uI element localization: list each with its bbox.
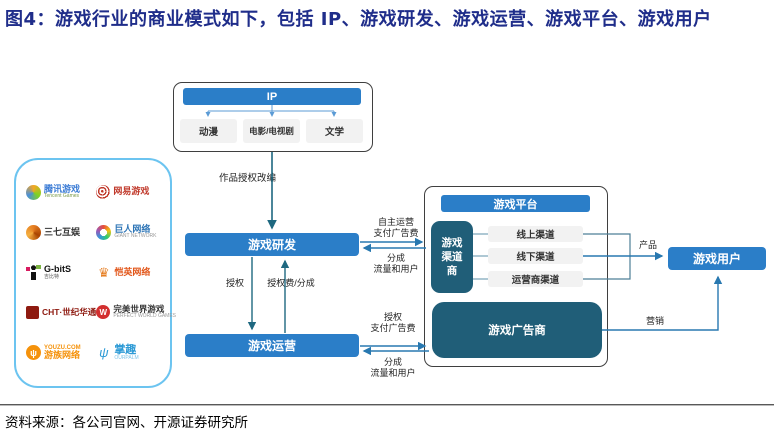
kaiying-crown-icon: ♛ bbox=[97, 264, 110, 280]
advertiser-box: 游戏广告商 bbox=[432, 302, 602, 358]
company-name: CHT·世纪华通 bbox=[42, 306, 97, 317]
perfect-world-logo: W 完美世界游戏 PERFECT WORLD GAMES bbox=[96, 304, 177, 320]
ip-source-movie-tv-box: 电影/电视剧 bbox=[243, 119, 300, 143]
netease-games-logo: 网易游戏 bbox=[96, 185, 150, 200]
ops-adv-label-line2: 支付广告费 bbox=[370, 323, 416, 333]
gbits-logo: G-bitS 吉比特 bbox=[26, 264, 71, 280]
offline-channel-box: 线下渠道 bbox=[488, 248, 583, 264]
company-subtitle: 吉比特 bbox=[44, 273, 60, 280]
rd-self-run-label-line1: 自主运营 bbox=[377, 217, 414, 227]
source-note: 资料来源：各公司官网、开源证券研究所 bbox=[5, 411, 248, 431]
kaiying-network-logo: ♛ 恺英网络 bbox=[96, 265, 150, 280]
channel-dealer-label: 游戏渠道商 bbox=[441, 236, 463, 278]
company-subtitle: GIANT NETWORK bbox=[114, 233, 157, 240]
gbits-logo-icon bbox=[26, 265, 41, 280]
company-subtitle: OURPALM bbox=[114, 355, 139, 362]
giant-network-logo: 巨人网络 GIANT NETWORK bbox=[96, 223, 157, 240]
company-name: 网易游戏 bbox=[113, 186, 150, 197]
ip-source-literature-box: 文学 bbox=[306, 119, 363, 143]
company-logo-panel: 腾讯游戏 Tencent Games 网易游戏 三七互娱 巨人网络 GIANT … bbox=[14, 158, 176, 388]
ip-license-label: 作品授权改编 bbox=[218, 173, 276, 184]
youzu-hand-icon: ψ bbox=[26, 345, 41, 361]
source-text: 各公司官网、开源证券研究所 bbox=[72, 415, 249, 431]
perfect-world-logo-icon: W bbox=[96, 305, 111, 320]
license-fee-label: 授权费/分成 bbox=[267, 278, 315, 288]
ip-box: IP bbox=[183, 88, 361, 105]
rd-share-label-line2: 流量和用户 bbox=[373, 264, 419, 274]
company-subtitle: PERFECT WORLD GAMES bbox=[113, 313, 177, 320]
license-label: 授权 bbox=[225, 278, 244, 288]
game-rd-box: 游戏研发 bbox=[185, 233, 359, 256]
company-name: 游族网络 bbox=[44, 350, 81, 361]
game-users-box: 游戏用户 bbox=[668, 247, 766, 270]
company-name: 三七互娱 bbox=[44, 226, 81, 237]
marketing-label: 营销 bbox=[645, 316, 664, 326]
ops-share-label-line2: 流量和用户 bbox=[370, 368, 416, 378]
company-name: 腾讯游戏 bbox=[44, 183, 81, 194]
ourpalm-hand-icon: ψ bbox=[99, 345, 109, 361]
footer-divider bbox=[0, 404, 774, 406]
tencent-logo-icon bbox=[26, 184, 41, 200]
source-label: 资料来源： bbox=[5, 415, 73, 431]
37games-logo: 三七互娱 bbox=[26, 224, 81, 240]
carrier-channel-box: 运营商渠道 bbox=[488, 271, 583, 287]
cht-logo-icon bbox=[26, 305, 39, 319]
tencent-games-logo: 腾讯游戏 Tencent Games bbox=[26, 183, 81, 200]
ip-source-anime-box: 动漫 bbox=[180, 119, 237, 143]
rd-self-run-label-line2: 支付广告费 bbox=[373, 228, 419, 238]
product-label: 产品 bbox=[638, 240, 657, 250]
company-name: 掌趣 bbox=[114, 343, 137, 356]
37games-logo-icon bbox=[26, 224, 41, 240]
company-subtitle: Tencent Games bbox=[44, 193, 80, 200]
company-name: 完美世界游戏 bbox=[113, 304, 165, 315]
giant-logo-icon bbox=[96, 224, 112, 240]
century-huatong-logo: CHT·世纪华通 bbox=[26, 305, 97, 319]
channel-dealer-box: 游戏渠道商 bbox=[431, 221, 473, 293]
company-subtitle: YOUZU.COM bbox=[44, 345, 81, 352]
rd-share-label-line1: 分成 bbox=[386, 253, 405, 263]
ourpalm-logo: ψ 掌趣 OURPALM bbox=[96, 343, 139, 362]
game-ops-box: 游戏运营 bbox=[185, 334, 359, 357]
platform-title-box: 游戏平台 bbox=[441, 195, 590, 212]
youzu-logo: ψ YOUZU.COM 游族网络 bbox=[26, 345, 81, 361]
figure-title: 图4：游戏行业的商业模式如下，包括 IP、游戏研发、游戏运营、游戏平台、游戏用户 bbox=[5, 9, 712, 30]
online-channel-box: 线上渠道 bbox=[488, 226, 583, 242]
company-name: G-bitS bbox=[44, 264, 71, 275]
ops-share-label-line1: 分成 bbox=[383, 357, 402, 367]
ops-adv-label-line1: 授权 bbox=[383, 312, 402, 322]
netease-logo-icon bbox=[96, 185, 111, 200]
company-name: 巨人网络 bbox=[114, 223, 151, 234]
company-name: 恺英网络 bbox=[114, 266, 151, 277]
